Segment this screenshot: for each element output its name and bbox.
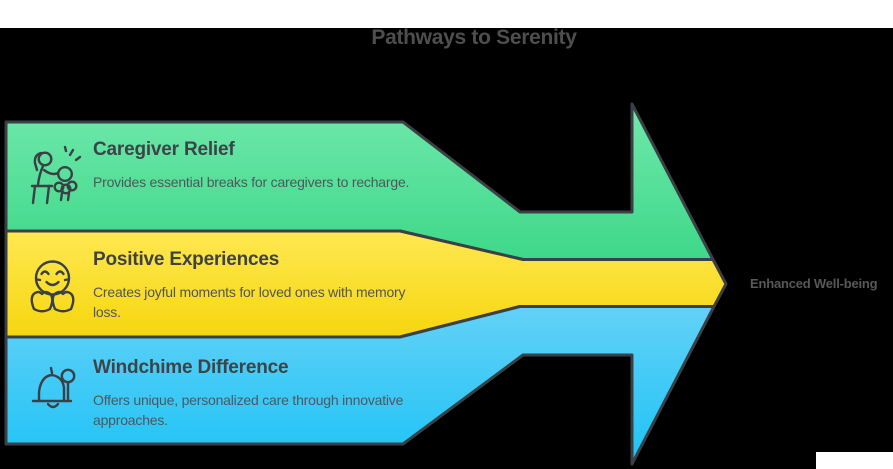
band-caregiver-relief-text: Caregiver Relief Provides essential brea… — [93, 139, 428, 192]
band-description: Provides essential breaks for caregivers… — [93, 174, 410, 190]
band-positive-experiences-text: Positive Experiences Creates joyful mome… — [93, 249, 428, 322]
caregiver-icon — [30, 145, 82, 205]
band-heading: Caregiver Relief — [93, 139, 235, 160]
band-description: Offers unique, personalized care through… — [93, 392, 404, 428]
band-windchime-difference-text: Windchime Difference Offers unique, pers… — [93, 357, 428, 430]
band-heading: Windchime Difference — [93, 357, 289, 378]
outcome-label: Enhanced Well-being — [750, 276, 878, 291]
page-title: Pathways to Serenity — [371, 26, 577, 49]
band-shape-windchime-difference — [4, 305, 716, 466]
bottom-right-background-patch — [816, 452, 893, 469]
band-heading: Positive Experiences — [93, 249, 280, 270]
band-description: Creates joyful moments for loved ones wi… — [93, 284, 406, 320]
top-background-strip — [0, 0, 893, 28]
bell-icon — [31, 366, 76, 409]
hugging-face-icon — [30, 260, 75, 313]
